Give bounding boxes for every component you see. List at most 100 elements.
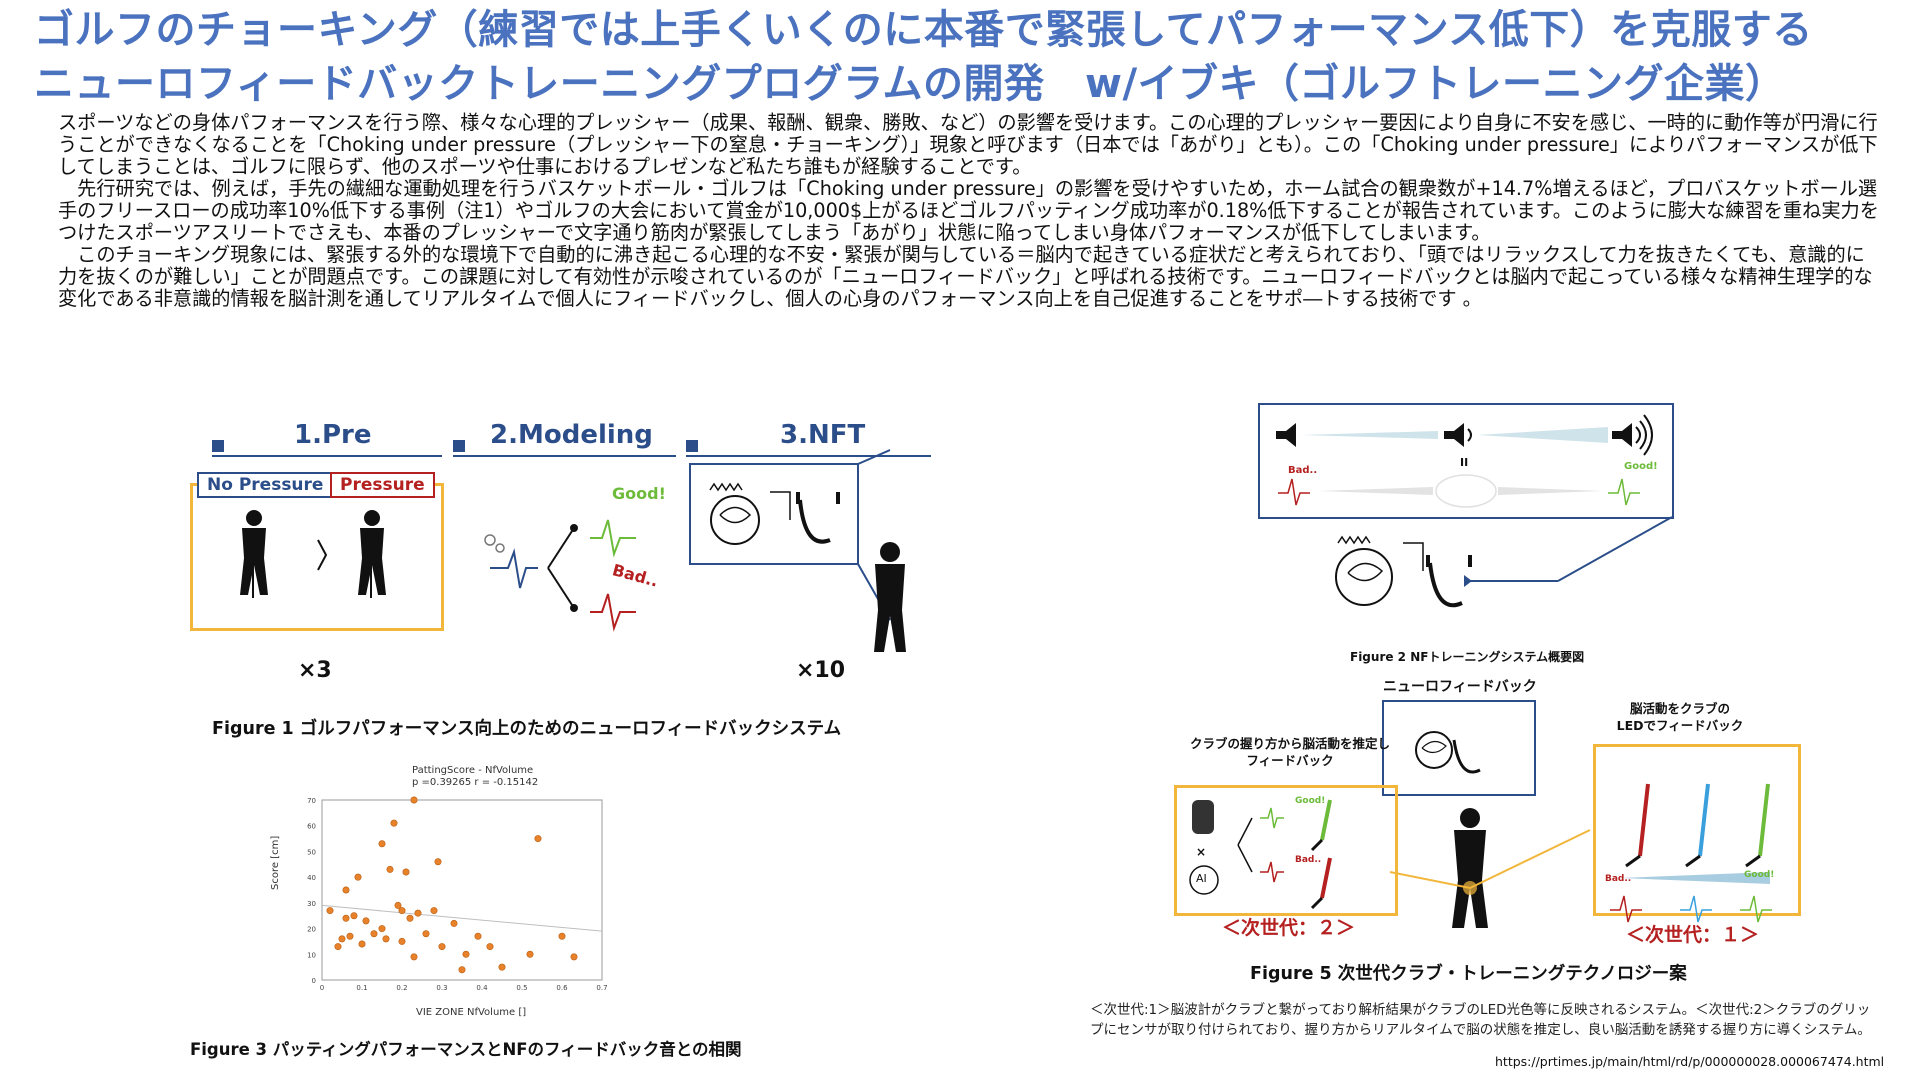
trend-line xyxy=(321,904,603,932)
figure1-illustrations xyxy=(240,449,906,652)
data-point xyxy=(558,932,566,940)
figure5-note: ＜次世代:1＞脳波計がクラブと繋がっており解析結果がクラブのLED光色等に反映さ… xyxy=(1090,1002,1871,1038)
y-tick-label: 40 xyxy=(307,874,316,882)
figure3-caption: Figure 3 パッティングパフォーマンスとNFのフィードバック音との相関 xyxy=(190,1040,742,1059)
data-point xyxy=(338,935,346,943)
data-point xyxy=(486,943,494,951)
step-marker xyxy=(686,440,698,452)
times-label: × xyxy=(1196,845,1207,859)
step-underline xyxy=(212,455,442,457)
data-point xyxy=(362,917,370,925)
data-point xyxy=(406,914,414,922)
chart-title: PattingScore - NfVolume xyxy=(412,765,534,776)
next-gen-1-label: ＜次世代：１＞ xyxy=(1626,924,1760,946)
data-point xyxy=(358,940,366,948)
repeat-count-nft: ×10 xyxy=(796,658,846,683)
data-point xyxy=(386,865,394,873)
page-title-line2: ニューロフィードバックトレーニングプログラムの開発 w/イブキ（ゴルフトレーニン… xyxy=(34,61,1786,107)
data-point xyxy=(354,873,362,881)
data-point xyxy=(398,937,406,945)
y-tick-label: 20 xyxy=(307,926,316,934)
paragraph-2: 先行研究では、例えば，手先の繊細な運動処理を行うバスケットボール・ゴルフは「Ch… xyxy=(58,177,1879,244)
x-tick-label: 0.6 xyxy=(556,984,568,992)
x-tick-label: 0.3 xyxy=(436,984,447,992)
next-gen-2-label: ＜次世代：２＞ xyxy=(1222,917,1356,939)
y-tick-label: 70 xyxy=(307,797,316,805)
no-pressure-tag: No Pressure xyxy=(197,472,334,498)
next2-frame xyxy=(1174,785,1398,916)
nf-label: ニューロフィードバック xyxy=(1383,679,1537,695)
fig5-good-label-2: Good! xyxy=(1744,870,1775,880)
step-marker xyxy=(212,440,224,452)
scatter-chart: 0 10 20 30 40 50 60 70 0 0.1 0.2 0.3 0.4 0.5 0.6 0.7 xyxy=(307,796,608,992)
fig2-pause-label: II xyxy=(1460,456,1469,469)
step-modeling: 2.Modeling xyxy=(490,420,653,450)
chart-annotation: p =0.39265 r = -0.15142 xyxy=(412,777,539,788)
data-point xyxy=(474,932,482,940)
step-underline xyxy=(686,455,931,457)
fig2-good-label: Good! xyxy=(1624,461,1658,472)
data-point xyxy=(434,858,442,866)
step-marker xyxy=(453,440,465,452)
data-point xyxy=(422,930,430,938)
data-point xyxy=(342,914,350,922)
data-point xyxy=(390,819,398,827)
paragraph-3: このチョーキング現象には、緊張する外的な環境下で自動的に沸き起こる心理的な不安・… xyxy=(58,243,1873,310)
data-point xyxy=(346,932,354,940)
step-pre: 1.Pre xyxy=(294,420,372,450)
figure1-caption: Figure 1 ゴルフパフォーマンス向上のためのニューロフィードバックシステム xyxy=(212,719,842,739)
step-nft: 3.NFT xyxy=(780,420,866,450)
fig5-bad-label-2: Bad.. xyxy=(1605,874,1632,884)
data-point xyxy=(342,886,350,894)
figure2-frame xyxy=(1258,403,1674,519)
x-tick-label: 0.7 xyxy=(596,984,607,992)
y-tick-label: 0 xyxy=(312,977,316,985)
nf-box xyxy=(1382,700,1536,796)
data-point xyxy=(370,930,378,938)
page-title-line1: ゴルフのチョーキング（練習では上手くいくのに本番で緊張してパフォーマンス低下）を… xyxy=(34,7,1813,53)
data-point xyxy=(410,796,418,804)
figure2-caption: Figure 2 NFトレーニングシステム概要図 xyxy=(1350,650,1585,664)
fig5-bad-label: Bad.. xyxy=(1295,855,1322,865)
body-text: スポーツなどの身体パフォーマンスを行う際、様々な心理的プレッシャー（成果、報酬、… xyxy=(58,112,1883,310)
figure5-caption: Figure 5 次世代クラブ・トレーニングテクノロジー案 xyxy=(1250,964,1687,984)
fig5-good-label: Good! xyxy=(1295,796,1326,806)
x-tick-label: 0.4 xyxy=(476,984,488,992)
grip-label: クラブの握り方から脳活動を推定し フィードバック xyxy=(1189,736,1390,768)
data-point xyxy=(410,953,418,961)
y-tick-label: 10 xyxy=(307,951,316,959)
y-tick-label: 30 xyxy=(307,900,316,908)
x-tick-label: 0.2 xyxy=(396,984,407,992)
data-point xyxy=(378,840,386,848)
data-point xyxy=(378,925,386,933)
data-point xyxy=(402,868,410,876)
data-point xyxy=(326,907,334,915)
fig2-bad-label: Bad.. xyxy=(1288,465,1318,476)
data-point xyxy=(350,912,358,920)
good-label: Good! xyxy=(612,484,666,503)
led-label: 脳活動をクラブの LEDでフィードバック xyxy=(1616,701,1744,733)
data-point xyxy=(334,943,342,951)
data-point xyxy=(430,907,438,915)
data-point xyxy=(498,963,506,971)
y-tick-label: 60 xyxy=(307,823,316,831)
data-point xyxy=(534,835,542,843)
data-point xyxy=(458,966,466,974)
data-point xyxy=(462,950,470,958)
repeat-count-pre: ×3 xyxy=(298,658,332,683)
y-tick-label: 50 xyxy=(307,848,316,856)
x-tick-label: 0.1 xyxy=(356,984,367,992)
data-point xyxy=(450,919,458,927)
paragraph-1: スポーツなどの身体パフォーマンスを行う際、様々な心理的プレッシャー（成果、報酬、… xyxy=(58,111,1878,178)
figure2-illustrations xyxy=(1276,414,1673,608)
x-tick-label: 0 xyxy=(320,984,324,992)
data-point xyxy=(414,909,422,917)
pressure-tag: Pressure xyxy=(330,472,435,498)
x-tick-label: 0.5 xyxy=(516,984,527,992)
data-point xyxy=(394,901,402,909)
y-axis-label: Score [cm] xyxy=(270,835,281,890)
plot-area xyxy=(321,799,603,981)
source-url[interactable]: https://prtimes.jp/main/html/rd/p/000000… xyxy=(1495,1054,1885,1069)
ai-label: AI xyxy=(1196,872,1207,885)
data-point xyxy=(382,935,390,943)
